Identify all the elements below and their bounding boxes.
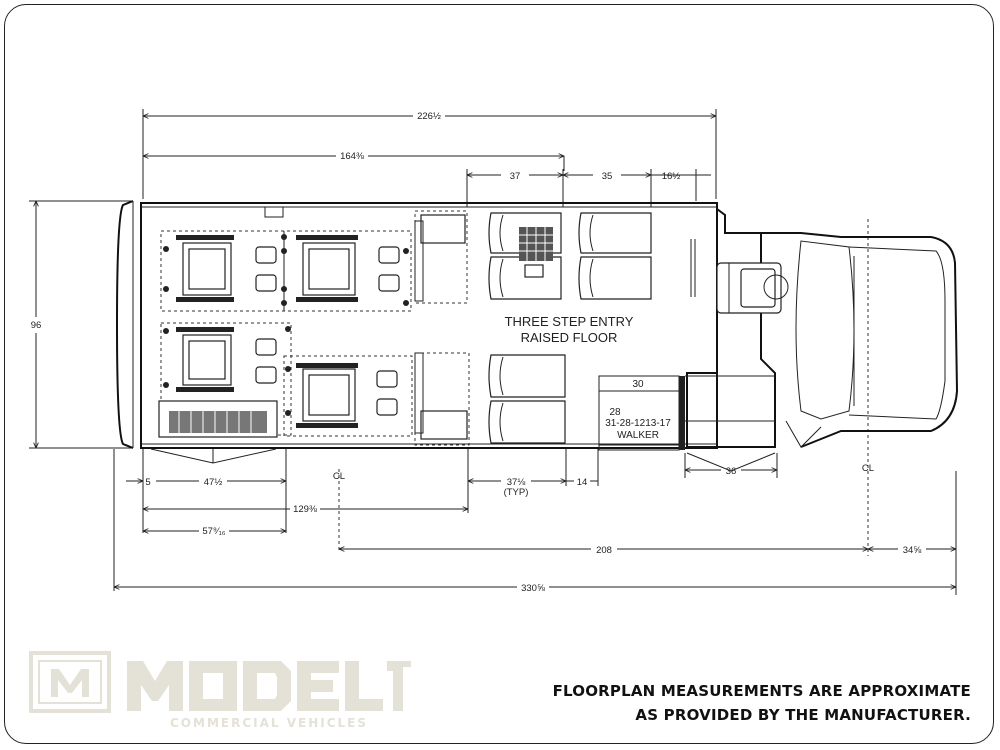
center-label-line-1: THREE STEP ENTRY bbox=[505, 314, 634, 329]
floorplan-frame: 226½ 164⅜ 37 35 16½ 96 5 bbox=[4, 4, 994, 744]
passenger-seats bbox=[488, 212, 652, 444]
wheelchair-2 bbox=[296, 235, 400, 302]
dim-seat-pitch-note: (TYP) bbox=[504, 487, 529, 498]
dim-upper-span: 164⅜ bbox=[340, 151, 364, 162]
dim-aisle-offset: 14 bbox=[577, 477, 588, 488]
dim-to-lift: 57⁹⁄₁₆ bbox=[202, 526, 225, 537]
wheelchair-4 bbox=[296, 363, 398, 428]
disclaimer-line-1: FLOORPLAN MEASUREMENTS ARE APPROXIMATE bbox=[552, 682, 971, 700]
disclaimer-note: FLOORPLAN MEASUREMENTS ARE APPROXIMATE A… bbox=[553, 679, 971, 727]
dim-height: 96 bbox=[31, 320, 42, 331]
centerline-rear-axle: CL bbox=[333, 471, 345, 482]
model1-logo-graphic: COMMERCIAL VEHICLES bbox=[29, 651, 411, 730]
flip-seats bbox=[414, 210, 470, 446]
bus-floorplan-diagram: 226½ 164⅜ 37 35 16½ 96 5 bbox=[27, 107, 959, 595]
model1-logo: COMMERCIAL VEHICLES bbox=[27, 647, 417, 731]
dim-overall-length: 330⅝ bbox=[521, 583, 545, 594]
wheelchair-3 bbox=[176, 327, 277, 392]
wheelchair-1 bbox=[176, 235, 277, 302]
dim-rear-offset: 5 bbox=[145, 477, 150, 488]
dim-seat-row-1: 37 bbox=[510, 171, 521, 182]
dimension-lines: 226½ 164⅜ 37 35 16½ 96 5 bbox=[27, 107, 956, 595]
dim-seat-pitch: 37⅛ bbox=[507, 477, 526, 488]
walker-num-left: 28 bbox=[609, 407, 621, 418]
wheelchair-lift bbox=[150, 400, 278, 464]
walker-code: 31-28-1213-17 bbox=[605, 418, 671, 429]
centerline-front-axle: CL bbox=[862, 463, 874, 474]
dim-front-overhang: 34⅝ bbox=[903, 545, 922, 556]
tie-down-points bbox=[163, 234, 409, 416]
dim-overall-top: 226½ bbox=[417, 111, 441, 122]
dim-to-seats: 129⅜ bbox=[293, 504, 317, 515]
walker-num-top: 30 bbox=[632, 379, 644, 390]
dim-rear-door: 47½ bbox=[204, 477, 223, 488]
logo-tagline: COMMERCIAL VEHICLES bbox=[170, 716, 368, 730]
dim-seat-row-2: 35 bbox=[602, 171, 613, 182]
dim-wheelbase: 208 bbox=[596, 545, 612, 556]
bus-body bbox=[115, 200, 959, 449]
walker-storage: 30 28 31-28-1213-17 WALKER bbox=[598, 375, 776, 472]
dim-entry-gap: 16½ bbox=[662, 171, 681, 182]
disclaimer-line-2: AS PROVIDED BY THE MANUFACTURER. bbox=[635, 706, 971, 724]
center-label-line-2: RAISED FLOOR bbox=[521, 330, 618, 345]
walker-label: WALKER bbox=[617, 430, 659, 441]
